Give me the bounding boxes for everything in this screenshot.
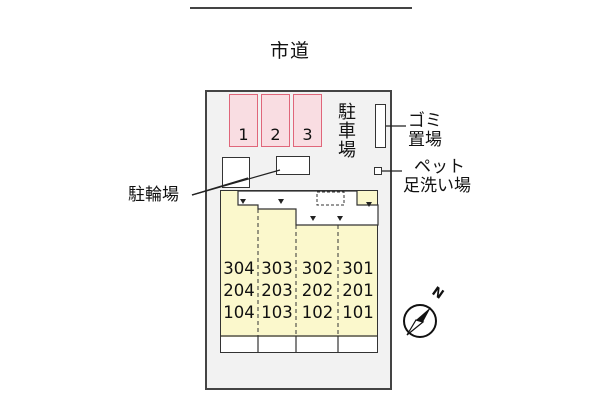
- parking-space-3: 3: [293, 94, 322, 147]
- unit-102: 102: [301, 303, 334, 322]
- unit-304: 304: [223, 259, 255, 278]
- unit-204: 204: [223, 281, 255, 300]
- unit-104: 104: [223, 303, 255, 322]
- unit-201: 201: [342, 281, 374, 300]
- parking-space-2: 2: [261, 94, 290, 147]
- bicycle-parking-2: [276, 156, 310, 175]
- entrance-marker-302: [310, 216, 316, 221]
- parking-label: 駐 車 場: [338, 102, 356, 161]
- garbage-area: [375, 104, 386, 148]
- bicycle-label: 駐輪場: [128, 185, 179, 205]
- unit-column-left: 304 204 104: [219, 258, 259, 324]
- entrance-marker-303: [278, 199, 284, 204]
- entrance-marker-304: [240, 199, 246, 204]
- parking-space-1: 1: [229, 94, 258, 147]
- pet-wash-station: [374, 167, 382, 175]
- unit-302: 302: [301, 259, 334, 278]
- compass-icon: [403, 304, 437, 338]
- unit-103: 103: [261, 303, 293, 322]
- corridor: [237, 190, 379, 226]
- road-label: 市道: [270, 40, 311, 62]
- entrance-marker-side: [366, 202, 372, 207]
- balcony: [221, 337, 377, 352]
- unit-301: 301: [342, 259, 374, 278]
- unit-column-right: 301 201 101: [338, 258, 378, 324]
- unit-203: 203: [261, 281, 293, 300]
- unit-303: 303: [261, 259, 293, 278]
- garbage-label: ゴミ 置場: [408, 111, 442, 150]
- unit-101: 101: [342, 303, 374, 322]
- unit-202: 202: [301, 281, 334, 300]
- road-line: [190, 7, 412, 9]
- entrance-marker-301: [337, 216, 343, 221]
- pet-wash-label-line1: ペット: [414, 157, 465, 177]
- pet-wash-label-line2: 足洗い場: [403, 176, 471, 196]
- unit-column-2: 303 203 103: [257, 258, 297, 324]
- bicycle-leader-2: [191, 169, 281, 196]
- unit-column-3: 302 202 102: [297, 258, 338, 324]
